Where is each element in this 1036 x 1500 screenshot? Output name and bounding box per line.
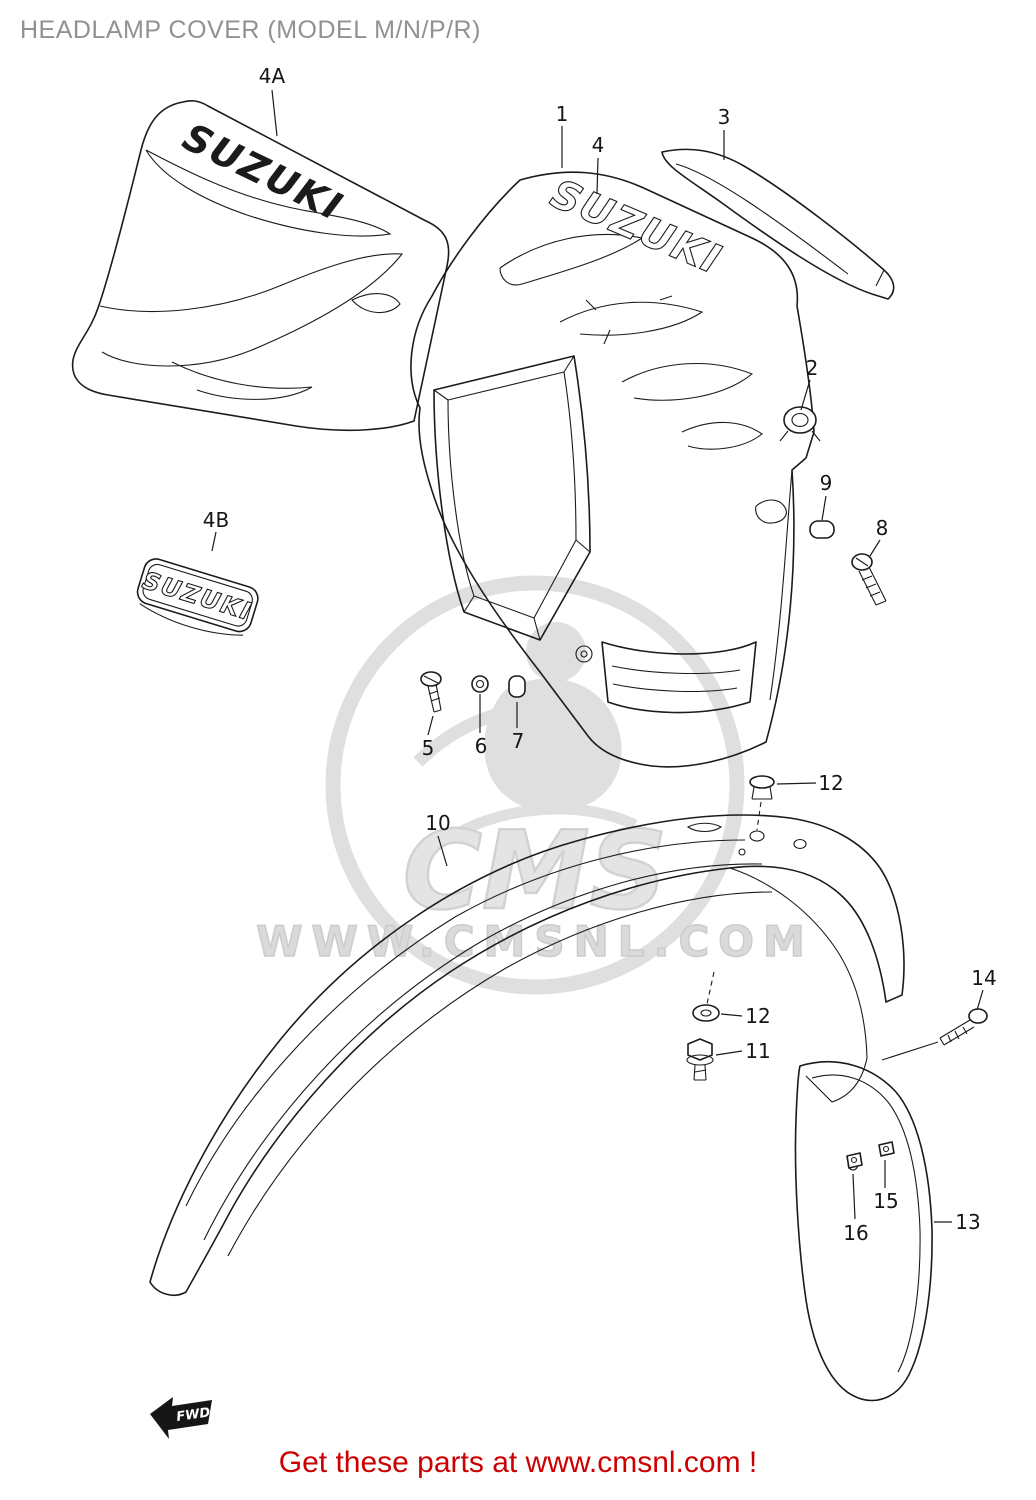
callout-15[interactable]: 15: [873, 1189, 899, 1213]
suzuki-wordmark-decal: SUZUKI: [176, 115, 350, 230]
part-7-spacer-art: [508, 675, 526, 698]
part-12-clip-art: [749, 775, 775, 831]
callout-8[interactable]: 8: [875, 516, 889, 540]
part-14-screw-art: [881, 1008, 988, 1061]
footer-link[interactable]: Get these parts at www.cmsnl.com !: [278, 1446, 758, 1479]
part-9-spacer-art: [809, 520, 835, 539]
callout-6[interactable]: 6: [474, 734, 488, 758]
callout-4b[interactable]: 4B: [202, 508, 230, 532]
callout-13[interactable]: 13: [955, 1210, 981, 1234]
callout-3[interactable]: 3: [717, 105, 731, 129]
callout-11[interactable]: 11: [745, 1039, 771, 1063]
suzuki-wordmark-emblem: SUZUKI: [139, 566, 255, 626]
part-8-screw-art: [851, 553, 887, 606]
part-6-nut-art: [471, 675, 489, 693]
page-title: HEADLAMP COVER (MODEL M/N/P/R): [20, 16, 481, 44]
part-12-washer-art: [692, 971, 720, 1022]
fwd-marker: FWD: [150, 1397, 212, 1439]
part-16-nut-art: [846, 1152, 863, 1169]
part-2-cushion-art: [779, 406, 821, 442]
cmsnl-watermark: CMS WWW.CMSNL.COM: [255, 575, 814, 995]
callout-10[interactable]: 10: [425, 811, 451, 835]
part-11-bolt-art: [686, 1038, 714, 1081]
part-4b-emblem-art: SUZUKI: [136, 558, 259, 636]
callout-leader-lines: [211, 89, 984, 1223]
part-1-headlamp-cover-art: SUZUKI: [410, 170, 815, 768]
callout-5[interactable]: 5: [421, 736, 435, 760]
part-15-nut-art: [878, 1141, 895, 1157]
callout-12-lower[interactable]: 12: [745, 1004, 771, 1028]
watermark-url-text: WWW.CMSNL.COM: [256, 917, 814, 966]
callout-2[interactable]: 2: [805, 356, 819, 380]
callout-14[interactable]: 14: [971, 966, 997, 990]
callout-16[interactable]: 16: [843, 1221, 869, 1245]
callout-9[interactable]: 9: [819, 471, 833, 495]
callout-1[interactable]: 1: [555, 102, 569, 126]
part-4a-cover-art: SUZUKI: [71, 100, 450, 432]
callout-4[interactable]: 4: [591, 133, 605, 157]
part-5-screw-art: [420, 671, 442, 713]
callout-7[interactable]: 7: [511, 729, 525, 753]
fwd-label: FWD: [175, 1405, 211, 1425]
part-10-fender-art: [149, 814, 905, 1296]
callout-4a[interactable]: 4A: [258, 64, 286, 88]
callout-12-upper[interactable]: 12: [818, 771, 844, 795]
part-3-brace-art: [661, 148, 895, 300]
